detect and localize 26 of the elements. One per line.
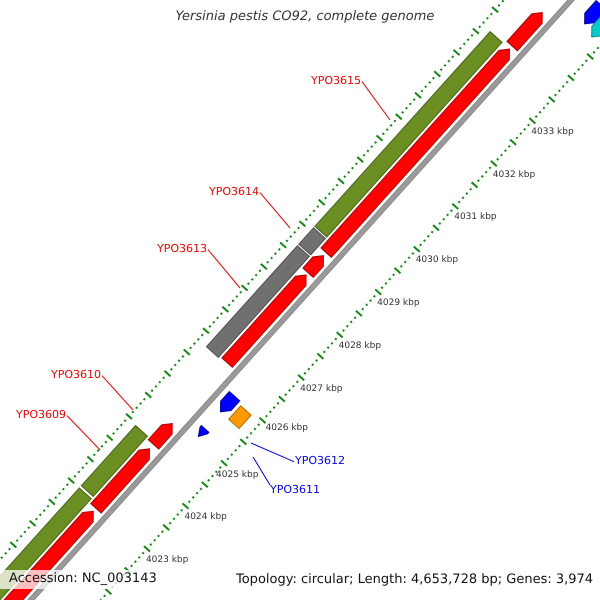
scale-label: 4023 kbp (146, 556, 188, 566)
scale-label: 4024 kbp (184, 512, 227, 523)
leader-line (66, 415, 100, 450)
gene-label: YPO3614 (209, 186, 260, 198)
scale-label: 4031 kbp (454, 213, 497, 224)
scale-label: 4032 kbp (492, 170, 536, 180)
scale-label: 4029 kbp (377, 298, 420, 309)
leader-line (250, 442, 294, 462)
scale-label: 4027 kbp (300, 384, 342, 394)
scale-label: 4030 kbp (416, 256, 458, 266)
map-title: Yersinia pestis CO92, complete genome (176, 10, 434, 24)
leader-line (260, 192, 290, 228)
gene-label: YPO3610 (51, 369, 102, 382)
leader-line (208, 249, 240, 288)
scale-label: 4025 kbp (216, 471, 258, 482)
scale-label: 4033 kbp (531, 128, 574, 138)
scale-label: 4026 kbp (266, 424, 308, 434)
gene-label: YPO3615 (311, 75, 362, 88)
gene-label: YPO3611 (270, 484, 320, 496)
scale-label: 4028 kbp (338, 342, 382, 352)
gene-label: YPO3612 (295, 455, 346, 468)
gene-label: YPO3609 (16, 409, 66, 422)
leader-line (102, 375, 134, 410)
gene-label: YPO3613 (157, 243, 208, 256)
leader-line (362, 81, 390, 120)
leader-line (252, 456, 270, 486)
